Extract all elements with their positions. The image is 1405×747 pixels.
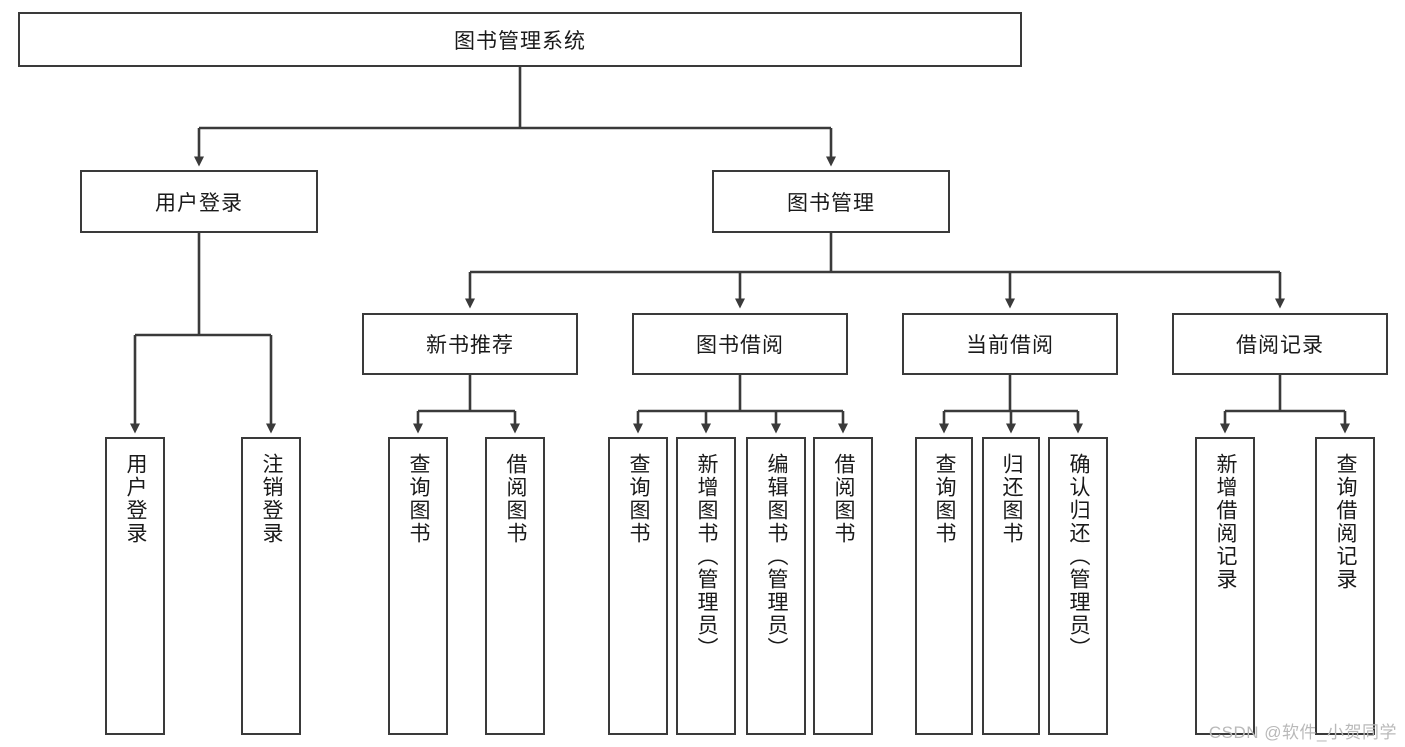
node-label: 新增图书（管理员） [695, 453, 719, 660]
node-book-borrow[interactable]: 图书借阅 [632, 313, 848, 375]
node-label: 图书管理系统 [454, 29, 586, 53]
node-new-book-recommend[interactable]: 新书推荐 [362, 313, 578, 375]
node-label: 借阅记录 [1236, 334, 1324, 357]
node-label: 当前借阅 [966, 334, 1054, 357]
node-label: 图书借阅 [696, 334, 784, 357]
watermark-text: CSDN @软件_小贺同学 [1208, 723, 1397, 742]
node-label: 用户登录 [124, 453, 148, 545]
node-label: 注销登录 [260, 453, 284, 545]
leaf-recommend-borrow-book[interactable]: 借阅图书 [485, 437, 545, 735]
node-book-management[interactable]: 图书管理 [712, 170, 950, 233]
leaf-user-login-signout[interactable]: 注销登录 [241, 437, 301, 735]
node-user-login[interactable]: 用户登录 [80, 170, 318, 233]
node-label: 查询图书 [933, 453, 957, 545]
leaf-recommend-query-book[interactable]: 查询图书 [388, 437, 448, 735]
node-label: 查询借阅记录 [1334, 453, 1358, 591]
node-label: 编辑图书（管理员） [765, 453, 789, 660]
node-label: 查询图书 [627, 453, 651, 545]
node-label: 归还图书 [1000, 453, 1024, 545]
leaf-borrow-query-book[interactable]: 查询图书 [608, 437, 668, 735]
node-label: 查询图书 [407, 453, 431, 545]
node-current-borrow[interactable]: 当前借阅 [902, 313, 1118, 375]
node-label: 确认归还（管理员） [1067, 453, 1091, 660]
node-label: 新增借阅记录 [1214, 453, 1238, 591]
leaf-borrow-add-book-admin[interactable]: 新增图书（管理员） [676, 437, 736, 735]
node-root-system[interactable]: 图书管理系统 [18, 12, 1022, 67]
leaf-user-login-signin[interactable]: 用户登录 [105, 437, 165, 735]
leaf-current-return-book[interactable]: 归还图书 [982, 437, 1040, 735]
node-borrow-record[interactable]: 借阅记录 [1172, 313, 1388, 375]
node-label: 新书推荐 [426, 334, 514, 357]
leaf-record-add-record[interactable]: 新增借阅记录 [1195, 437, 1255, 735]
node-label: 借阅图书 [832, 453, 856, 545]
node-label: 借阅图书 [504, 453, 528, 545]
leaf-borrow-borrow-book[interactable]: 借阅图书 [813, 437, 873, 735]
node-label: 用户登录 [155, 191, 243, 215]
leaf-current-confirm-return-admin[interactable]: 确认归还（管理员） [1048, 437, 1108, 735]
leaf-borrow-edit-book-admin[interactable]: 编辑图书（管理员） [746, 437, 806, 735]
node-label: 图书管理 [787, 191, 875, 215]
leaf-current-query-book[interactable]: 查询图书 [915, 437, 973, 735]
leaf-record-query-record[interactable]: 查询借阅记录 [1315, 437, 1375, 735]
